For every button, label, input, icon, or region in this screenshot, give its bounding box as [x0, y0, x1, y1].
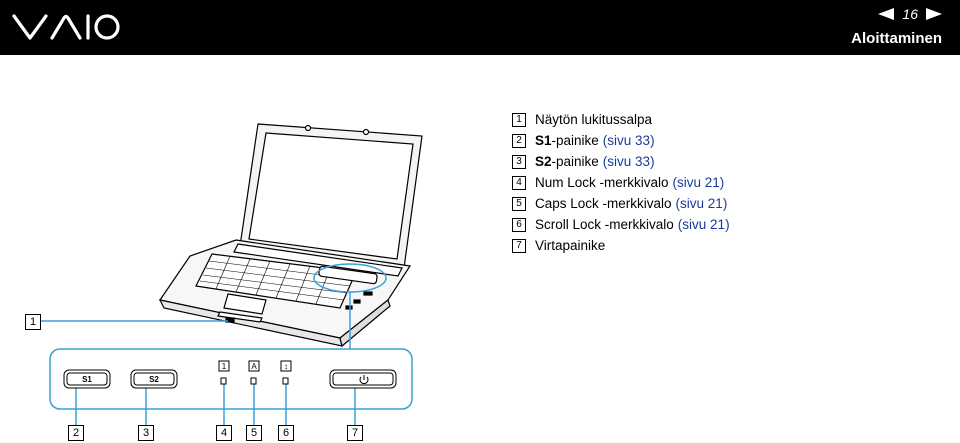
legend-number: 3	[512, 154, 526, 169]
s1-button-label: S1	[82, 375, 92, 384]
legend-item: 6 Scroll Lock -merkkivalo (sivu 21)	[512, 214, 730, 235]
callout-5: 5	[246, 425, 262, 441]
button-panel	[63, 360, 397, 389]
previous-page-icon[interactable]	[878, 8, 895, 20]
legend-number: 2	[512, 133, 526, 148]
callout-7: 7	[347, 425, 363, 441]
callout-1: 1	[25, 314, 41, 330]
section-title: Aloittaminen	[851, 30, 942, 47]
legend-number: 5	[512, 196, 526, 211]
legend-number: 4	[512, 175, 526, 190]
callout-3: 3	[138, 425, 154, 441]
vaio-logo	[12, 14, 120, 40]
num-lock-icon: 1	[222, 362, 227, 371]
legend-text: -painike	[551, 154, 599, 169]
legend-item: 4 Num Lock -merkkivalo (sivu 21)	[512, 172, 730, 193]
header-bar: 16 Aloittaminen	[0, 0, 960, 55]
page-reference-link[interactable]: (sivu 33)	[602, 154, 655, 169]
power-icon	[359, 375, 369, 385]
page-reference-link[interactable]: (sivu 33)	[602, 133, 655, 148]
legend-bold-term: S1	[535, 133, 552, 148]
legend-item: 7 Virtapainike	[512, 235, 730, 256]
callout-2: 2	[68, 425, 84, 441]
laptop-lid	[239, 123, 423, 269]
page-reference-link[interactable]: (sivu 21)	[675, 196, 728, 211]
legend-item: 2 S1-painike (sivu 33)	[512, 130, 730, 151]
page-reference-link[interactable]: (sivu 21)	[672, 175, 725, 190]
callout-6: 6	[278, 425, 294, 441]
component-legend: 1 Näytön lukitussalpa 2 S1-painike (sivu…	[512, 109, 730, 256]
legend-item: 3 S2-painike (sivu 33)	[512, 151, 730, 172]
legend-text: Näytön lukitussalpa	[535, 112, 653, 127]
legend-text: -painike	[551, 133, 599, 148]
page-navigation: 16	[878, 6, 942, 22]
legend-text: Caps Lock -merkkivalo	[535, 196, 672, 211]
page-number: 16	[902, 6, 918, 22]
legend-text: Num Lock -merkkivalo	[535, 175, 669, 190]
scroll-lock-icon: ↕	[284, 362, 288, 371]
legend-number: 1	[512, 112, 526, 127]
s2-button-label: S2	[149, 375, 159, 384]
next-page-icon[interactable]	[926, 8, 942, 20]
legend-number: 6	[512, 217, 526, 232]
legend-text: Scroll Lock -merkkivalo	[535, 217, 674, 232]
legend-item: 1 Näytön lukitussalpa	[512, 109, 730, 130]
callout-lines	[40, 263, 413, 426]
legend-bold-term: S2	[535, 154, 552, 169]
callout-4: 4	[216, 425, 232, 441]
legend-number: 7	[512, 238, 526, 253]
legend-item: 5 Caps Lock -merkkivalo (sivu 21)	[512, 193, 730, 214]
caps-lock-icon: A	[251, 362, 257, 371]
legend-text: Virtapainike	[535, 238, 606, 253]
page-reference-link[interactable]: (sivu 21)	[677, 217, 730, 232]
